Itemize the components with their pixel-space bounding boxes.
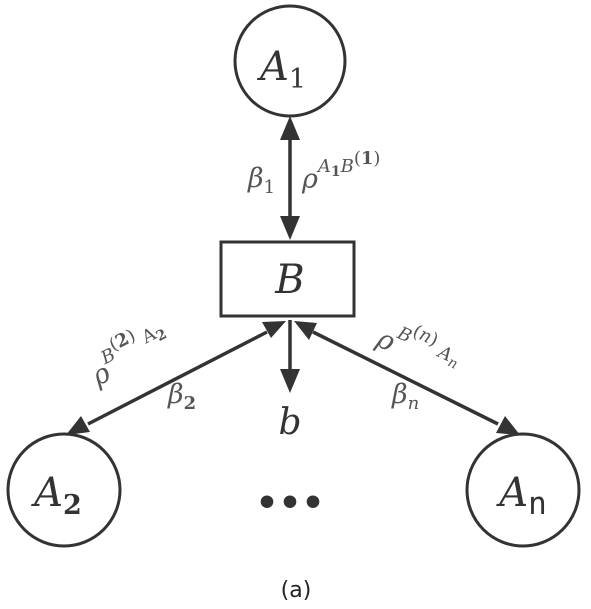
edge-a1-b-beta-label: β1 — [247, 163, 275, 198]
node-b-label: B — [274, 257, 304, 303]
node-an: An — [465, 432, 581, 548]
edge-b-an-rho-label: ρB(n)An — [371, 308, 467, 386]
svg-text:An: An — [495, 470, 547, 522]
edge-a1-b-rho-label: ρA1B(1) — [301, 148, 380, 195]
svg-text:A2: A2 — [30, 470, 82, 521]
node-an-letter: A — [495, 470, 528, 516]
node-a2: A2 — [6, 432, 122, 548]
svg-text:A1: A1 — [256, 44, 306, 95]
figure-caption: (a) — [281, 578, 312, 603]
ellipsis-icon: ••• — [255, 483, 324, 524]
arrowhead-down-icon — [280, 216, 300, 240]
arrowhead-down-icon — [280, 369, 300, 393]
arrowhead-up-icon — [280, 116, 300, 140]
arrowhead-b-end-icon — [262, 321, 286, 338]
edge-b-an-beta-label: βn — [391, 379, 419, 414]
node-a1-subscript: 1 — [289, 64, 306, 95]
edge-b-output-label: b — [278, 402, 301, 443]
arrowhead-b-end-icon — [294, 321, 317, 340]
node-a2-letter: A — [30, 470, 63, 516]
edge-a1-b — [280, 116, 300, 240]
edge-b-an — [294, 321, 520, 435]
node-b: B — [219, 240, 356, 318]
arrowhead-an-end-icon — [496, 416, 520, 435]
edge-b-a2-rho-label: ρB(2)A2 — [79, 312, 176, 393]
edge-b-output — [280, 320, 300, 393]
edge-b-a2-beta-label: β2 — [167, 379, 196, 414]
node-a1: A1 — [233, 4, 347, 118]
arrowhead-a2-end-icon — [66, 416, 90, 435]
node-an-subscript: n — [528, 486, 547, 522]
node-a2-subscript: 2 — [63, 490, 82, 521]
edge-b-a2 — [66, 321, 286, 435]
node-a1-letter: A — [256, 44, 289, 90]
